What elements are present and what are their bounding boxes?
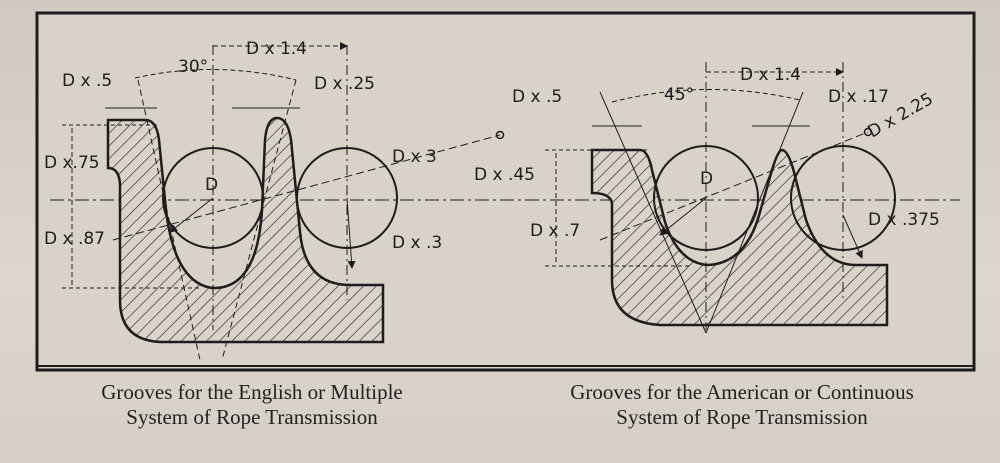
left-radius-d3b [346,197,356,269]
left-label-angle-30: 30° [178,57,208,77]
right-label-d-x-07: D x .7 [530,221,580,241]
right-label-d-x-017: D x .17 [828,87,889,107]
right-radius-d0375 [842,214,863,259]
left-d3-center-dot [495,130,505,140]
caption-left-line2: System of Rope Transmission [126,405,378,429]
left-label-d-x-3: D x 3 [392,147,437,167]
left-label-d: D [205,175,218,195]
right-taper-line-1 [599,91,707,334]
left-arc-30 [134,68,297,81]
right-label-d-x-14: D x 1.4 [740,65,801,85]
left-label-d-x-075: D x.75 [44,153,100,173]
right-radius-d225 [599,131,869,241]
right-taper-line-2 [705,91,804,334]
left-taper-line-1 [137,79,201,361]
right-label-d-x-045: D x .45 [474,165,535,185]
left-groove-diagram: D x .5 30° D x 1.4 D x .25 D x 3 D x.75 … [44,39,505,361]
left-groove-body [106,116,385,344]
caption-american-system: Grooves for the American or Continuous S… [532,380,952,430]
caption-right-line1: Grooves for the American or Continuous [570,380,914,404]
caption-english-system: Grooves for the English or Multiple Syst… [42,380,462,430]
right-radius-d [659,197,707,236]
right-label-d: D [700,169,713,189]
right-label-d-x-05: D x .5 [512,87,562,107]
caption-right-line2: System of Rope Transmission [616,405,868,429]
caption-left-line1: Grooves for the English or Multiple [101,380,403,404]
left-label-d-x-14: D x 1.4 [246,39,307,59]
left-label-d-x-025: D x .25 [314,74,375,94]
left-radius-d3 [112,134,501,241]
right-groove-body [590,148,889,327]
left-taper-line-2 [221,79,297,361]
right-d225-center-dot [863,127,873,137]
left-label-d-x-05: D x .5 [62,71,112,91]
left-label-d-x-03: D x .3 [392,233,442,253]
right-label-d-x-0375: D x .375 [868,210,940,230]
right-label-angle-45: 45° [664,85,694,105]
left-radius-d [169,197,214,233]
left-label-d-x-087: D x .87 [44,229,105,249]
